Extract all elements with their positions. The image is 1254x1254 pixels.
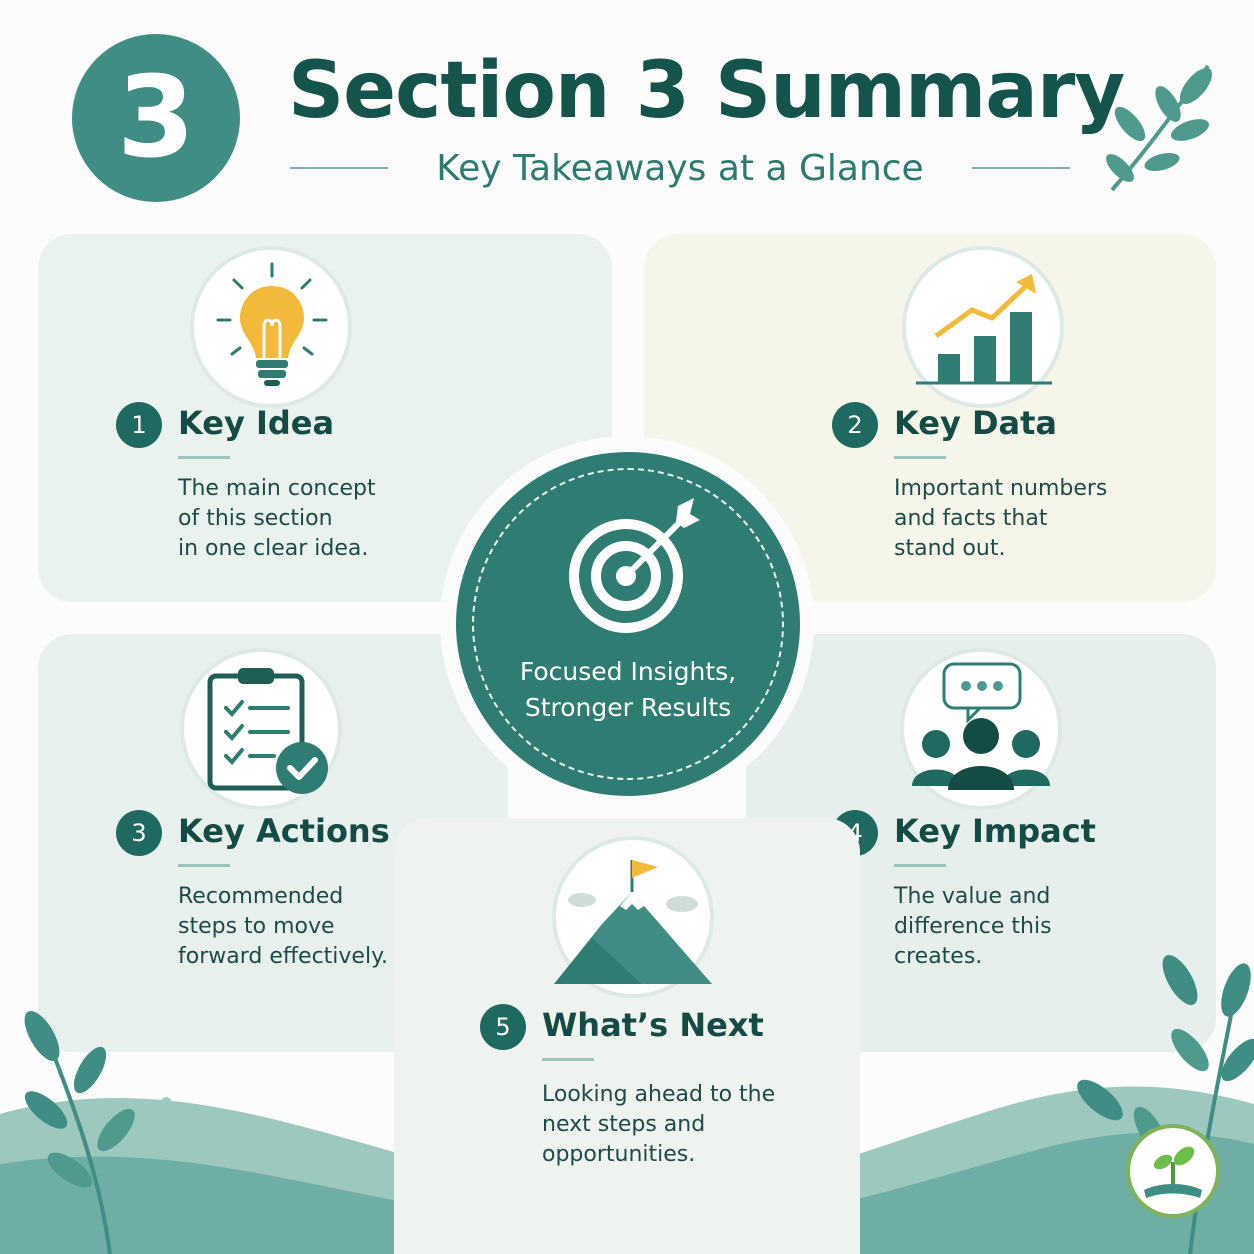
desc-line: of this section	[178, 506, 333, 531]
bar-chart-trend-icon	[916, 274, 1052, 385]
card-desc-whats-next: Looking ahead to the next steps and oppo…	[542, 1080, 775, 1170]
ground-hills	[0, 1086, 1254, 1254]
desc-line: Important numbers	[894, 476, 1108, 501]
card-underline-1	[178, 456, 230, 459]
target-arrow-icon	[569, 498, 700, 633]
center-line-1: Focused Insights,	[519, 657, 737, 686]
card-desc-key-actions: Recommended steps to move forward effect…	[178, 882, 388, 972]
card-number-5: 5	[480, 1004, 526, 1050]
card-title-key-impact: Key Impact	[894, 812, 1096, 850]
desc-line: creates.	[894, 944, 983, 969]
leaf-branch-icon	[1106, 64, 1213, 192]
card-desc-key-impact: The value and difference this creates.	[894, 882, 1052, 972]
card-desc-key-data: Important numbers and facts that stand o…	[894, 474, 1107, 564]
desc-line: and facts that	[894, 506, 1048, 531]
desc-line: steps to move	[178, 914, 335, 939]
leaf-plant-left-icon	[24, 1011, 173, 1254]
card-underline-3	[178, 864, 230, 867]
card-number-1: 1	[116, 402, 162, 448]
page-subtitle: Key Takeaways at a Glance	[436, 147, 924, 189]
subtitle-row: Key Takeaways at a Glance	[290, 142, 1070, 194]
center-tagline: Focused Insights, Stronger Results	[466, 654, 790, 726]
card-underline-4	[894, 864, 946, 867]
card-title-key-actions: Key Actions	[178, 812, 390, 850]
desc-line: The value and	[894, 884, 1051, 909]
card-number-2: 2	[832, 402, 878, 448]
card-underline-5	[542, 1058, 594, 1061]
subtitle-divider-left	[290, 167, 388, 169]
desc-line: difference this	[894, 914, 1052, 939]
leaf-plant-right-icon	[1077, 955, 1254, 1254]
desc-line: forward effectively.	[178, 944, 388, 969]
desc-line: Looking ahead to the	[542, 1082, 776, 1107]
page-title: Section 3 Summary	[288, 46, 1125, 136]
center-dashed-ring	[472, 468, 784, 780]
desc-line: Recommended	[178, 884, 344, 909]
subtitle-divider-right	[972, 167, 1070, 169]
sprout-logo-icon	[1144, 1146, 1202, 1198]
desc-line: opportunities.	[542, 1142, 696, 1167]
center-line-2: Stronger Results	[524, 693, 732, 722]
lightbulb-icon	[216, 262, 328, 386]
card-title-key-idea: Key Idea	[178, 404, 335, 442]
section-number-badge: 3	[72, 34, 240, 202]
card-title-whats-next: What’s Next	[542, 1006, 764, 1044]
card-number-3: 3	[116, 810, 162, 856]
clipboard-checklist-icon	[207, 668, 328, 794]
card-desc-key-idea: The main concept of this section in one …	[178, 474, 376, 564]
brand-logo	[1126, 1124, 1220, 1218]
people-speech-icon	[912, 662, 1050, 790]
section-number: 3	[117, 53, 195, 183]
desc-line: stand out.	[894, 536, 1006, 561]
mountain-flag-icon	[554, 860, 712, 984]
card-title-key-data: Key Data	[894, 404, 1057, 442]
card-underline-2	[894, 456, 946, 459]
desc-line: The main concept	[178, 476, 376, 501]
desc-line: in one clear idea.	[178, 536, 369, 561]
desc-line: next steps and	[542, 1112, 706, 1137]
